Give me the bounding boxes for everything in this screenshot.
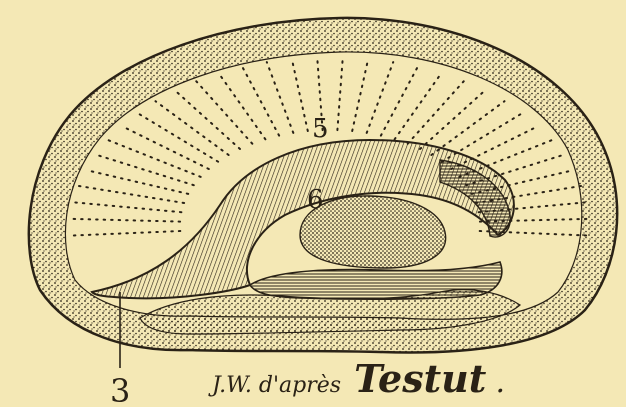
label-5: 5 [312, 114, 329, 144]
credit-prefix: J.W. d'après [208, 373, 341, 398]
label-6: 6 [307, 185, 324, 215]
credit-suffix: . [495, 365, 505, 400]
credit-line: J.W. d'après Testut . [208, 356, 505, 401]
credit-name: Testut [354, 356, 487, 401]
label-3: 3 [110, 372, 130, 407]
